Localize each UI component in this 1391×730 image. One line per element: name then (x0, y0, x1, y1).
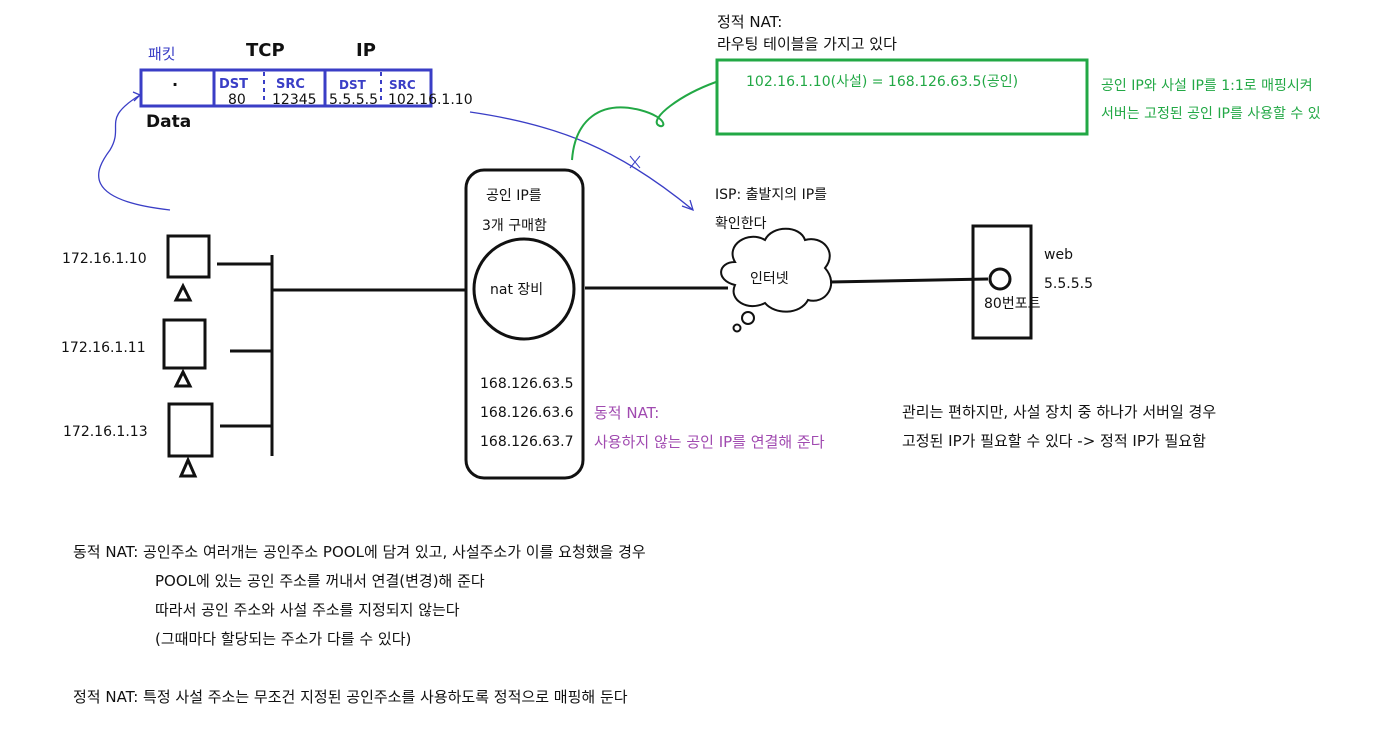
web-server-box (971, 224, 1033, 340)
internet-cloud (720, 227, 833, 313)
nat-top-line-1: 공인 IP를 (486, 188, 542, 204)
web-port-circle (988, 267, 1012, 291)
tcp-dst-label: DST (219, 77, 249, 92)
mgmt-note-2: 고정된 IP가 필요할 수 있다 -> 정적 IP가 필요함 (902, 432, 1206, 450)
static-nat-title: 정적 NAT: (717, 13, 783, 31)
web-ip: 5.5.5.5 (1044, 276, 1093, 292)
static-nat-note-1: 공인 IP와 사설 IP를 1:1로 매핑시켜 (1101, 78, 1313, 94)
packet-label: 패킷 (148, 45, 176, 63)
data-payload-mark: · (172, 75, 179, 94)
web-port-label: 80번포트 (984, 296, 1041, 312)
isp-line-1: ISP: 출발지의 IP를 (715, 187, 828, 203)
host-pc-3 (167, 402, 214, 478)
nat-device-circle (472, 237, 576, 341)
isp-line-2: 확인한다 (715, 216, 767, 232)
static-nat-callout-curve (571, 81, 717, 161)
packet-box (139, 68, 433, 108)
bottom-dynamic-line-3: 따라서 공인 주소와 사설 주소를 지정되지 않는다 (155, 601, 460, 619)
dynamic-nat-desc: 사용하지 않는 공인 IP를 연결해 준다 (594, 433, 825, 451)
nat-top-line-2: 3개 구매함 (482, 218, 547, 234)
ip-src-label: SRC (389, 78, 416, 92)
tcp-src-label: SRC (276, 77, 305, 92)
static-nat-subtitle: 라우팅 테이블을 가지고 있다 (717, 35, 897, 53)
nat-device-label: nat 장비 (490, 282, 544, 298)
lan-wiring (217, 255, 465, 456)
bottom-dynamic-line-4: (그때마다 할당되는 주소가 다를 수 있다) (155, 630, 412, 648)
static-nat-note-2: 서버는 고정된 공인 IP를 사용할 수 있 (1101, 106, 1321, 122)
tcp-src-value: 12345 (272, 92, 317, 108)
tcp-header-label: TCP (246, 40, 285, 61)
host-pc-1 (166, 234, 211, 302)
web-label: web (1044, 247, 1073, 263)
nat-device-outline (464, 168, 585, 480)
tcp-dst-value: 80 (228, 92, 246, 108)
static-nat-table-box (715, 58, 1089, 136)
bottom-dynamic-line-1: 동적 NAT: 공인주소 여러개는 공인주소 POOL에 담겨 있고, 사설주소… (73, 543, 646, 561)
dynamic-nat-title: 동적 NAT: (594, 404, 660, 422)
ip-header-label: IP (356, 40, 376, 61)
ip-src-value: 102.16.1.10 (388, 92, 473, 108)
static-nat-mapping: 102.16.1.10(사설) = 168.126.63.5(공인) (746, 74, 1019, 90)
data-arrow-curve (98, 94, 171, 211)
bottom-dynamic-line-2: POOL에 있는 공인 주소를 꺼내서 연결(변경)해 준다 (155, 572, 485, 590)
ip-dst-label: DST (339, 78, 366, 92)
host-ip-1: 172.16.1.10 (62, 251, 147, 267)
host-ip-2: 172.16.1.11 (61, 340, 146, 356)
nat-public-ip-2: 168.126.63.6 (480, 405, 574, 421)
host-ip-3: 172.16.1.13 (63, 424, 148, 440)
bottom-static-line: 정적 NAT: 특정 사설 주소는 무조건 지정된 공인주소를 사용하도록 정적… (73, 688, 628, 706)
data-payload-label: Data (146, 112, 192, 132)
nat-public-ip-3: 168.126.63.7 (480, 434, 574, 450)
nat-public-ip-1: 168.126.63.5 (480, 376, 574, 392)
ip-dst-value: 5.5.5.5 (329, 92, 378, 108)
packet-to-isp-arrow (469, 111, 694, 211)
mgmt-note-1: 관리는 편하지만, 사설 장치 중 하나가 서버일 경우 (902, 403, 1217, 421)
internet-label: 인터넷 (750, 271, 789, 287)
host-pc-2 (162, 318, 207, 388)
